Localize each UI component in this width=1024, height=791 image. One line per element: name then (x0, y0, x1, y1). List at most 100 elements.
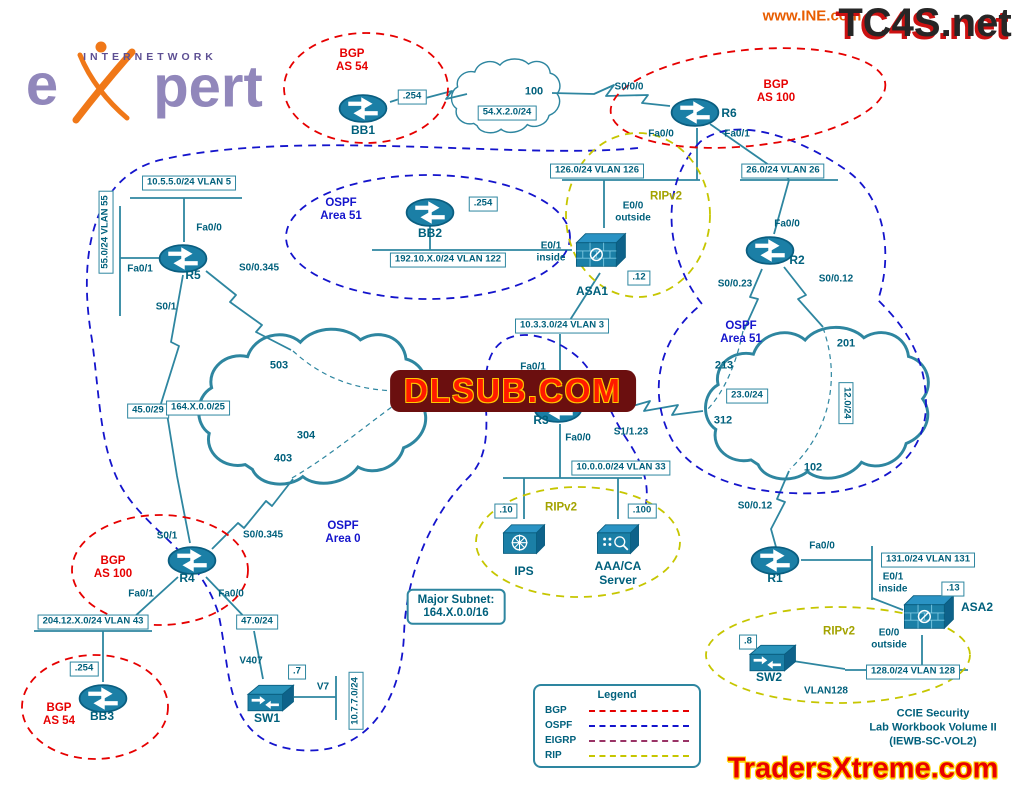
area-label-ospf-area0: OSPF Area 0 (325, 519, 361, 545)
router-icon-r4 (167, 546, 217, 575)
subnet-box-1077: 10.7.7.0/24 (348, 672, 364, 730)
device-label-sw1: SW1 (253, 711, 281, 726)
logo-internetwork-text: INTERNETWORK (83, 50, 217, 63)
legend-label-ospf: OSPF (545, 720, 573, 731)
router-icon-bb3 (78, 684, 128, 713)
label-r2-s0023: S0/0.23 (717, 278, 753, 290)
area-label-rip-bottom: RIPv2 (823, 625, 855, 638)
label-r6-fa00: Fa0/0 (648, 128, 674, 140)
label-r4-fa00: Fa0/0 (218, 588, 244, 600)
label-asa2-e01: E0/1 inside (878, 571, 908, 595)
label-r6-s000: S0/0/0 (614, 81, 644, 93)
bgp-as54-bottom-boundary (21, 654, 169, 760)
watermark-tc4s: TC4S.net (838, 1, 1012, 45)
dlci-label-213: 213 (714, 359, 734, 372)
bgp-boundaries (21, 32, 887, 760)
label-v407: V407 (239, 655, 263, 667)
address-box-ips: .10 (494, 503, 518, 519)
legend-row-eigrp: EIGRP (545, 735, 689, 746)
ine-url: www.INE.com (762, 7, 862, 25)
router-icon-r2 (745, 236, 795, 265)
legend-row-rip: RIP (545, 750, 689, 761)
label-vlan128: VLAN128 (804, 685, 848, 697)
subnet-box-12: 12.0/24 (838, 382, 854, 424)
label-r5-fa01: Fa0/1 (127, 263, 153, 275)
subnet-box-vlan33: 10.0.0.0/24 VLAN 33 (571, 460, 671, 476)
aaa-server-icon (596, 523, 640, 555)
label-r6-fa01: Fa0/1 (724, 128, 750, 140)
dlci-label-201: 201 (836, 337, 856, 350)
subnet-box-47: 47.0/24 (236, 614, 278, 630)
label-v7: V7 (316, 681, 330, 693)
logo-figure-icon (72, 41, 136, 124)
label-r5-fa00: Fa0/0 (196, 222, 222, 234)
address-box-bb3: .254 (69, 661, 99, 677)
label-r1-s0012: S0/0.12 (737, 500, 773, 512)
label-r5-s00345: S0/0.345 (238, 262, 280, 274)
bgp-as54-top-boundary (283, 32, 449, 144)
address-box-asa2: .13 (941, 581, 965, 597)
area-label-rip-top: RIPv2 (650, 190, 682, 203)
major-subnet-box: Major Subnet: 164.X.0.0/16 (406, 588, 506, 626)
device-label-aaa: AAA/CA Server (594, 559, 642, 587)
subnet-box-45: 45.0/29 (127, 403, 169, 419)
rip-bottom-boundary (705, 606, 971, 704)
rip-top-boundary (565, 132, 711, 298)
dlci-label-403: 403 (273, 452, 293, 465)
address-box-bb2: .254 (468, 196, 498, 212)
subnet-box-vlan55: 55.0/24 VLAN 55 (98, 190, 114, 274)
rip-boundaries (475, 132, 971, 704)
dlci-label-503: 503 (269, 359, 289, 372)
legend-label-eigrp: EIGRP (545, 735, 577, 746)
label-asa1-e01: E0/1 inside (536, 240, 566, 264)
label-r3-s1123: S1/1.23 (613, 426, 649, 438)
address-box-sw2: .8 (739, 634, 757, 650)
device-label-r4: R4 (179, 571, 195, 586)
subnet-box-vlan122: 192.10.X.0/24 VLAN 122 (389, 252, 507, 268)
area-label-bgp-as100-right: BGP AS 100 (756, 78, 796, 104)
device-label-r3: R3 (533, 413, 549, 428)
subnet-box-vlan128: 128.0/24 VLAN 128 (866, 664, 960, 680)
area-label-ospf-area51-right: OSPF Area 51 (720, 319, 762, 345)
device-label-bb1: BB1 (350, 123, 376, 138)
subnet-box-vlan43: 204.12.X.0/24 VLAN 43 (37, 614, 149, 630)
bgp-as100-left-boundary (71, 514, 249, 626)
device-label-bb3: BB3 (89, 709, 115, 724)
legend-label-bgp: BGP (545, 705, 567, 716)
device-label-r2: R2 (789, 253, 805, 268)
device-label-bb2: BB2 (417, 226, 443, 241)
cloud-54x (450, 58, 561, 134)
area-label-ospf-area51-left: OSPF Area 51 (320, 196, 362, 222)
ospf-area51-left-boundary (285, 174, 571, 300)
address-box-bb1: .254 (397, 89, 427, 105)
subnet-box-vlan126: 126.0/24 VLAN 126 (550, 163, 644, 179)
ips-icon (502, 524, 546, 555)
label-r3-fa00: Fa0/0 (565, 432, 591, 444)
label-asa2-e00: E0/0 outside (871, 627, 907, 651)
device-label-r1: R1 (767, 571, 783, 586)
device-label-asa2: ASA2 (960, 600, 994, 615)
legend-row-ospf: OSPF (545, 720, 689, 731)
label-r1-fa00: Fa0/0 (809, 540, 835, 552)
legend-row-bgp: BGP (545, 705, 689, 716)
area-label-bgp-as54-top: BGP AS 54 (336, 47, 368, 73)
subnet-box-54x: 54.X.2.0/24 (477, 105, 537, 121)
subnet-box-vlan26: 26.0/24 VLAN 26 (741, 163, 825, 179)
area-label-bgp-as100-left: BGP AS 100 (93, 554, 133, 580)
bgp-as100-right-boundary (609, 47, 887, 149)
switch-icon-sw1 (247, 684, 294, 712)
footer-line2: Lab Workbook Volume II (869, 721, 997, 734)
label-r4-s01: S0/1 (156, 530, 178, 542)
dlci-label-304: 304 (296, 429, 316, 442)
ospf-main-boundary (85, 144, 648, 752)
device-label-sw2: SW2 (755, 670, 783, 685)
device-label-ips: IPS (514, 564, 534, 579)
connection-lines (34, 123, 968, 720)
ospf-boundaries (85, 128, 927, 752)
firewall-icon-asa2 (903, 594, 955, 630)
area-label-rip-mid: RIPv2 (545, 501, 577, 514)
logo-pert-text: pert (153, 54, 263, 120)
subnet-box-23: 23.0/24 (726, 388, 768, 404)
